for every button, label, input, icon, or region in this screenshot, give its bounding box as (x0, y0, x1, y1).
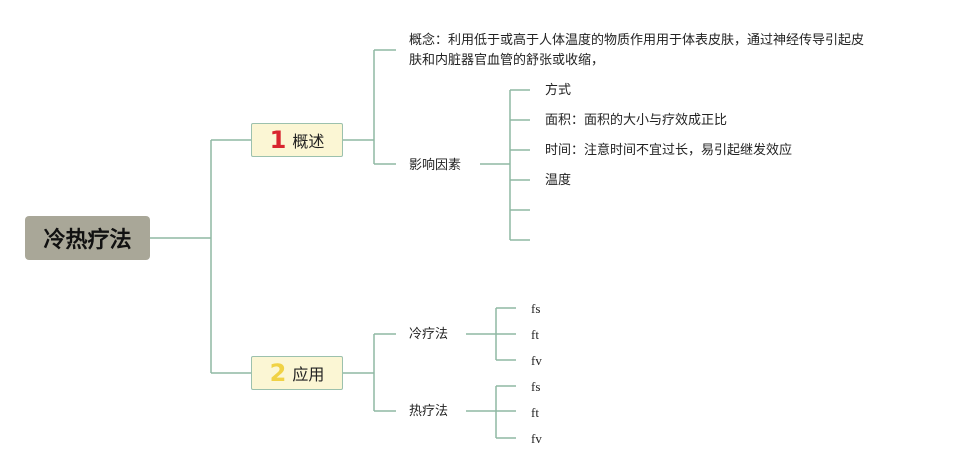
factor-item[interactable]: 时间：注意时间不宜过长，易引起继发效应 (545, 143, 793, 158)
number-2-badge: 2 (269, 359, 287, 387)
concept-line-2[interactable]: 肤和内脏器官血管的舒张或收缩， (409, 53, 605, 68)
hot-item[interactable]: ft (531, 405, 539, 420)
cold-item[interactable]: fv (531, 353, 542, 368)
cold-item[interactable]: ft (531, 327, 539, 342)
branch-overview-label: 概述 (292, 132, 325, 151)
cold-therapy-node[interactable]: 冷疗法 (409, 327, 449, 342)
factor-item[interactable]: 方式 (545, 83, 572, 98)
root-node[interactable]: 冷热疗法 (25, 216, 150, 260)
hot-item[interactable]: fv (531, 431, 542, 446)
number-1-badge: 1 (269, 126, 287, 154)
branch-overview[interactable]: 1 概述 (251, 123, 343, 157)
factor-item[interactable]: 温度 (545, 173, 572, 188)
factor-item[interactable]: 面积：面积的大小与疗效成正比 (545, 113, 728, 128)
branch-application-label: 应用 (292, 365, 325, 384)
hot-therapy-node[interactable]: 热疗法 (409, 404, 449, 419)
concept-line-1[interactable]: 概念：利用低于或高于人体温度的物质作用用于体表皮肤，通过神经传导引起皮 (409, 33, 865, 48)
factors-node[interactable]: 影响因素 (409, 158, 462, 173)
root-label: 冷热疗法 (43, 228, 132, 253)
hot-item[interactable]: fs (531, 379, 541, 394)
branch-application[interactable]: 2 应用 (251, 356, 343, 390)
cold-item[interactable]: fs (531, 301, 541, 316)
